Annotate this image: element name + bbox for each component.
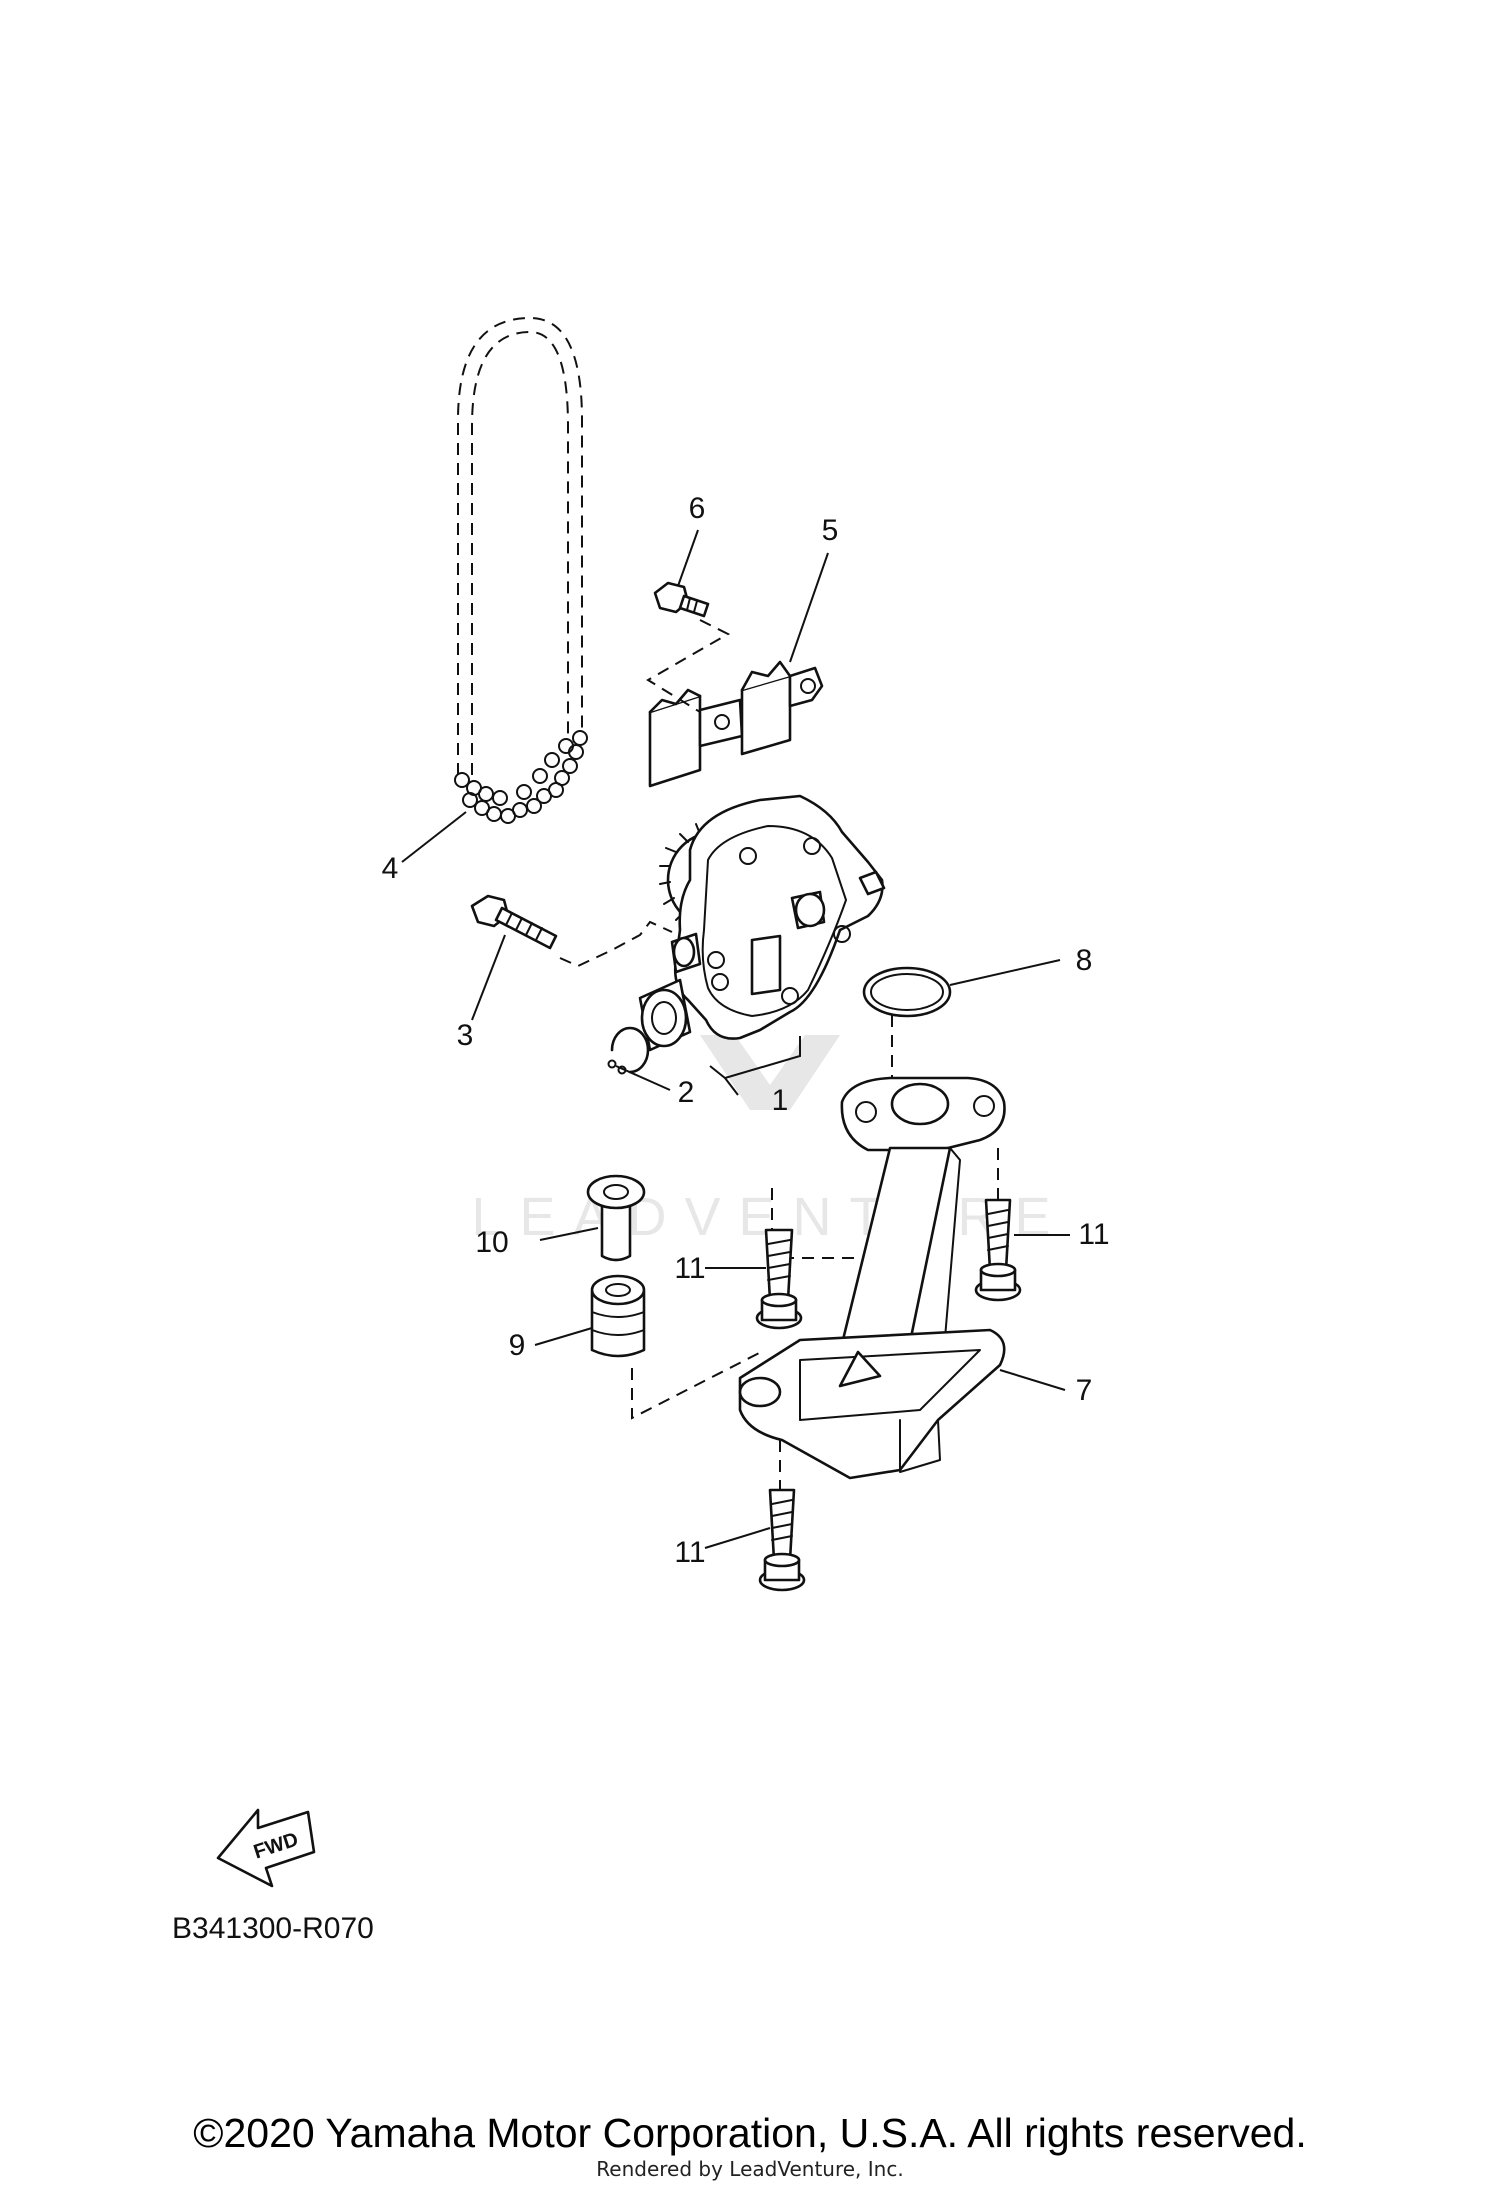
oil-pump-drive-chain <box>454 316 588 824</box>
chain-guide <box>648 660 824 788</box>
oil-pump-bolt <box>470 894 558 950</box>
callout-9: 9 <box>509 1329 526 1362</box>
chain-guide-bolt <box>653 581 710 618</box>
callout-numbers: 1 2 3 4 5 6 7 8 9 10 11 11 11 <box>382 492 1110 1569</box>
callout-11-right: 11 <box>1078 1218 1109 1251</box>
callout-7: 7 <box>1076 1374 1093 1407</box>
oil-strainer <box>738 1076 1006 1480</box>
callout-2: 2 <box>678 1076 695 1109</box>
callout-6: 6 <box>689 492 706 525</box>
callout-1: 1 <box>772 1084 789 1117</box>
callout-11-bottom: 11 <box>674 1536 705 1569</box>
o-ring <box>862 966 952 1018</box>
strainer-bolt-bottom <box>758 1488 806 1592</box>
oil-pump-assembly <box>638 794 886 1096</box>
circlip <box>607 1026 650 1075</box>
callout-10: 10 <box>475 1226 508 1259</box>
collar <box>586 1174 646 1262</box>
rendered-by-notice: Rendered by LeadVenture, Inc. <box>596 2157 904 2181</box>
callout-11-left: 11 <box>674 1252 705 1285</box>
strainer-bolt-right <box>974 1198 1022 1302</box>
callout-5: 5 <box>822 514 839 547</box>
fwd-arrow-icon: FWD <box>216 1808 316 1888</box>
strainer-bolt-left <box>755 1228 803 1330</box>
callout-3: 3 <box>457 1019 474 1052</box>
callout-8: 8 <box>1076 944 1093 977</box>
callout-4: 4 <box>382 852 399 885</box>
grommet <box>590 1274 646 1358</box>
leader-lines <box>401 529 1070 1549</box>
copyright-notice: ©2020 Yamaha Motor Corporation, U.S.A. A… <box>193 2110 1307 2156</box>
diagram-code: B341300-R070 <box>172 1912 374 1945</box>
